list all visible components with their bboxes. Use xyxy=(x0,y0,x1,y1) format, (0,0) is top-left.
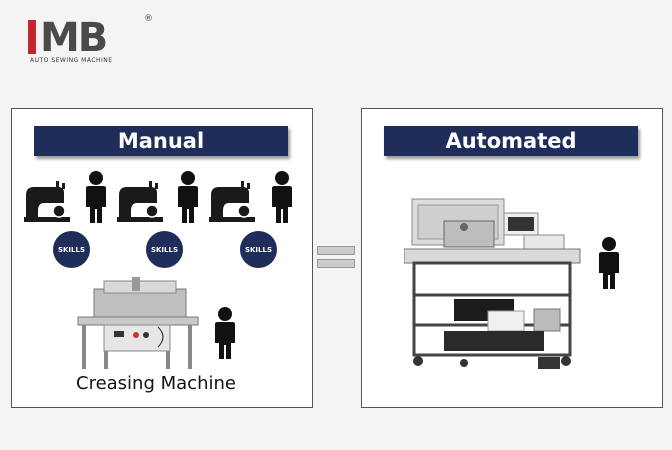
automated-title: Automated xyxy=(384,126,638,156)
skills-badge: SKILLS xyxy=(240,231,277,268)
skills-badge: SKILLS xyxy=(53,231,90,268)
skills-badge: SKILLS xyxy=(146,231,183,268)
worker-icon xyxy=(86,171,106,223)
worker-icon xyxy=(178,171,198,223)
sewing-machine-icon xyxy=(116,180,164,223)
equals-bar-bottom xyxy=(317,259,355,268)
imb-logo-mark xyxy=(28,20,36,54)
operator-icon xyxy=(215,307,235,359)
operator-icon xyxy=(599,237,619,289)
creasing-machine-image xyxy=(77,277,199,369)
logo-tagline: AUTO SEWING MACHINE xyxy=(30,57,113,64)
automated-sewing-unit-image xyxy=(404,198,581,369)
manual-panel: Manual SKILLS SKILLS SKILLS xyxy=(11,108,313,408)
registered-mark: ® xyxy=(144,14,153,24)
brand-logo: MB ® AUTO SEWING MACHINE xyxy=(24,14,174,74)
automated-panel: Automated xyxy=(361,108,663,408)
sewing-machine-icon xyxy=(208,180,256,223)
logo-text: MB xyxy=(40,15,108,61)
manual-title: Manual xyxy=(34,126,288,156)
sewing-machine-icon xyxy=(23,180,71,223)
worker-icon xyxy=(272,171,292,223)
equals-bar-top xyxy=(317,246,355,255)
creasing-machine-caption: Creasing Machine xyxy=(76,373,236,394)
